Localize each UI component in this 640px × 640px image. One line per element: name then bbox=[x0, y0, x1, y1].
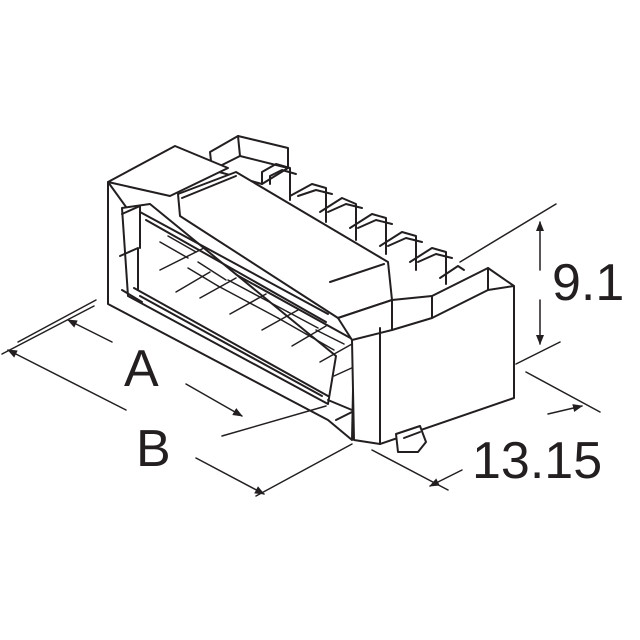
right-end-block bbox=[337, 267, 515, 445]
dimension-depth bbox=[371, 371, 601, 491]
dimension-height bbox=[459, 203, 561, 365]
dimension-b-label: B bbox=[136, 420, 171, 478]
dimension-a-label: A bbox=[124, 340, 159, 398]
top-cover bbox=[107, 145, 229, 197]
dimension-a bbox=[17, 299, 327, 437]
dimension-height-label: 9.1 bbox=[552, 254, 624, 312]
front-pins bbox=[159, 235, 357, 377]
connector-body bbox=[107, 135, 515, 453]
dimension-b bbox=[1, 305, 353, 497]
rear-pins bbox=[261, 163, 465, 285]
shroud-opening bbox=[121, 203, 337, 405]
dimension-depth-label: 13.15 bbox=[472, 432, 602, 490]
